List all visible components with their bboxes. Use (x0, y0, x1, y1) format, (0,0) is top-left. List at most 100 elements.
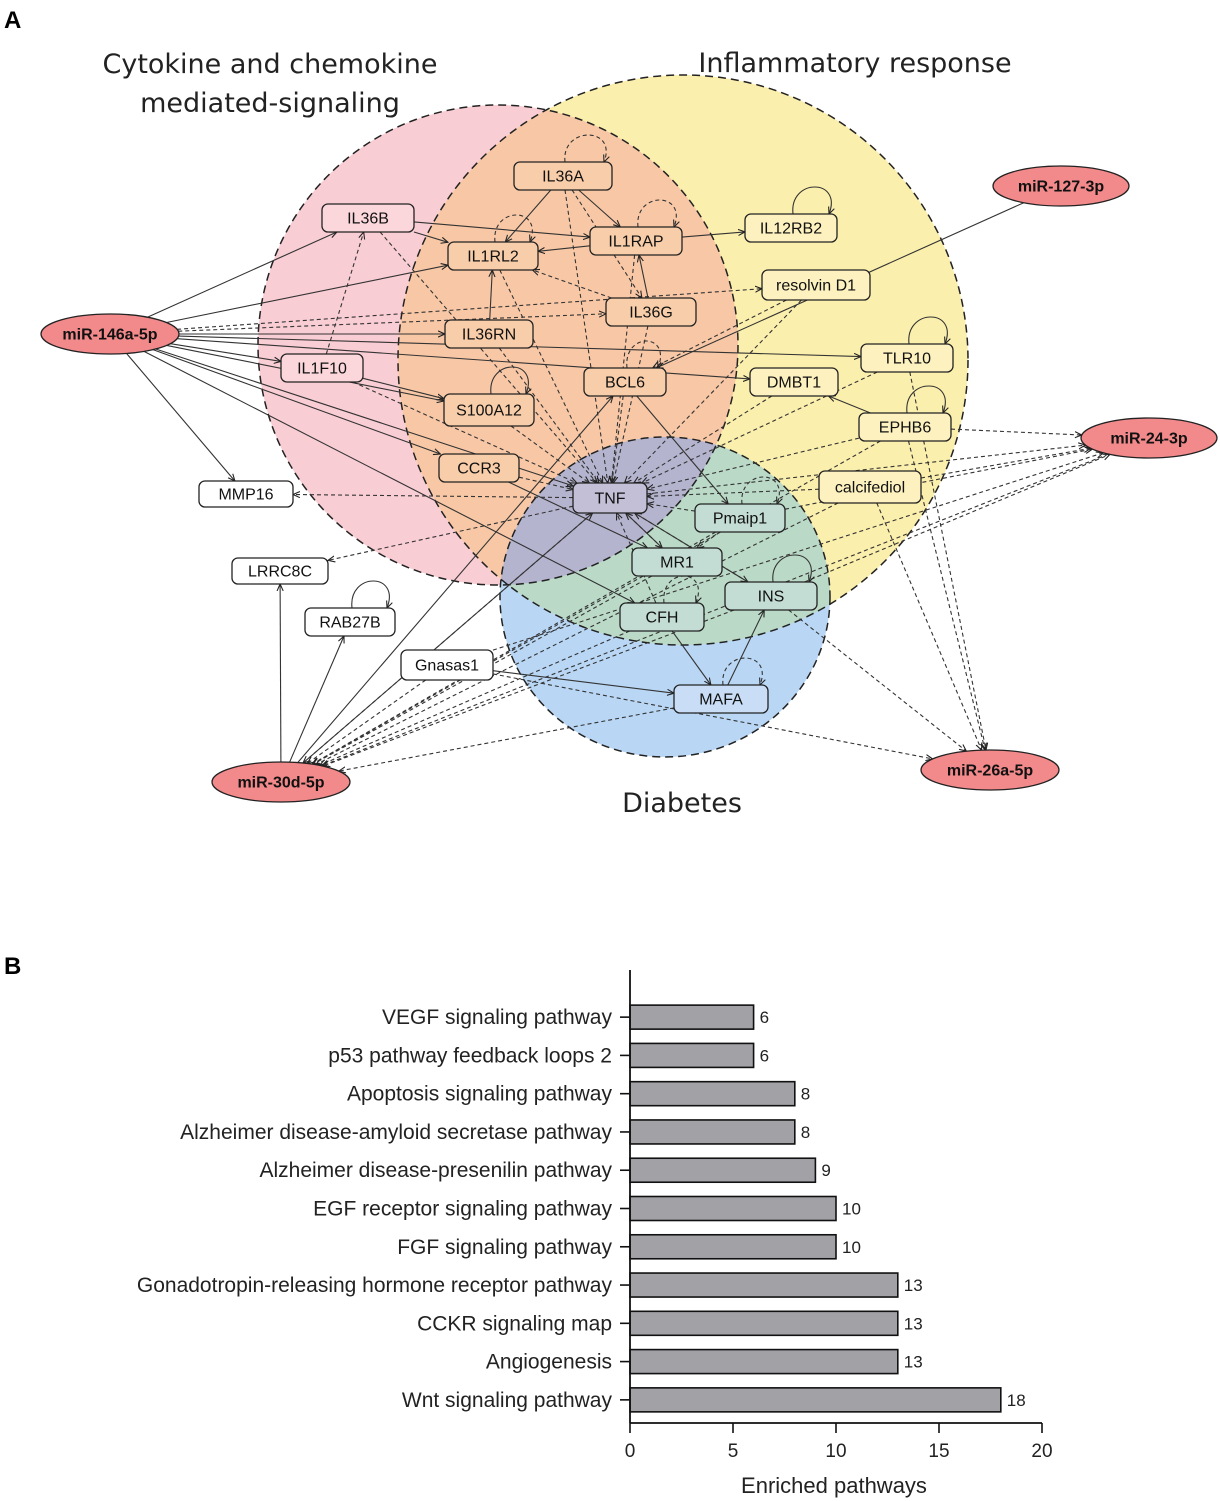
self-loop-IL12RB2 (792, 186, 832, 214)
node-TLR10[interactable]: TLR10 (860, 343, 954, 373)
node-IL36RN[interactable]: IL36RN (444, 319, 534, 349)
node-Gnasas1[interactable]: Gnasas1 (400, 649, 494, 681)
x-tick-label-4: 20 (1031, 1441, 1052, 1462)
node-box (749, 367, 839, 397)
node-IL12RB2[interactable]: IL12RB2 (744, 213, 838, 243)
node-IL36B[interactable]: IL36B (321, 203, 415, 233)
node-label: Pmaip1 (713, 511, 767, 528)
node-MR1[interactable]: MR1 (631, 547, 723, 577)
node-label: RAB27B (319, 615, 380, 632)
edge-solid-BCL6-Pmaip1 (636, 395, 728, 504)
value-label-7: 13 (904, 1276, 923, 1295)
bar-6 (629, 1233, 837, 1260)
edge-solid-Gnasas1-MAFA (492, 670, 674, 694)
node-IL36G[interactable]: IL36G (605, 297, 697, 327)
node-calcifediol[interactable]: calcifediol (818, 470, 922, 504)
node-resolvinD1[interactable]: resolvin D1 (761, 269, 871, 301)
node-S100A12[interactable]: S100A12 (443, 393, 535, 427)
node-box (444, 319, 534, 349)
category-label-9: Angiogenesis (486, 1351, 612, 1374)
node-label: TNF (594, 491, 625, 508)
edge-dashed-CCR3-TNF (518, 476, 573, 489)
node-IL1RAP[interactable]: IL1RAP (589, 226, 683, 256)
self-loops (351, 134, 948, 685)
mirna-miR127[interactable]: miR-127-3p (992, 165, 1130, 207)
edge-solid-IL1F10-S100A12 (362, 377, 444, 398)
edge-dashed-miR24-miR30 (322, 453, 1109, 766)
category-label-2: Apoptosis signaling pathway (347, 1083, 613, 1106)
bar-9 (629, 1348, 899, 1375)
node-box (694, 503, 786, 533)
network-nodes: IL36A IL36B IL1RL2 IL1RAP IL12RB2 resolvin D1… (40, 161, 1218, 803)
mirna-miR146[interactable]: miR-146a-5p (40, 313, 180, 355)
node-box (280, 353, 364, 383)
edge-dashed-S100A12-TNF (510, 425, 589, 483)
node-BCL6[interactable]: BCL6 (583, 367, 667, 397)
category-label-3: Alzheimer disease-amyloid secretase path… (180, 1121, 612, 1144)
edge-solid-IL36G-IL1RAP (639, 255, 649, 299)
node-box (589, 226, 683, 256)
mirna-miR30[interactable]: miR-30d-5p (211, 761, 351, 803)
edge-solid-miR146-IL1RL2 (166, 265, 449, 324)
bar-5 (629, 1195, 837, 1222)
node-IL1F10[interactable]: IL1F10 (280, 353, 364, 383)
edge-dashed-INS-miR24 (804, 454, 1110, 583)
self-loop-TLR10 (908, 316, 948, 344)
edge-dashed-INS-miR30 (323, 609, 735, 766)
edge-dashed-calcifediol-TNF (647, 488, 820, 496)
mirna-label: miR-24-3p (1110, 431, 1188, 448)
edge-solid-IL36B-IL1RAP (413, 221, 590, 237)
node-CCR3[interactable]: CCR3 (438, 453, 520, 483)
node-box (400, 649, 494, 681)
node-Pmaip1[interactable]: Pmaip1 (694, 503, 786, 533)
node-label: IL36G (629, 305, 673, 322)
node-label: IL36RN (462, 327, 516, 344)
node-DMBT1[interactable]: DMBT1 (749, 367, 839, 397)
edge-dashed-Gnasas1-miR24 (492, 453, 1103, 651)
inflammatory-title: Inflammatory response (698, 48, 1011, 79)
panel-a-letter: A (4, 7, 21, 34)
value-label-9: 13 (904, 1353, 923, 1372)
node-MMP16[interactable]: MMP16 (198, 480, 294, 508)
value-label-2: 8 (801, 1085, 810, 1104)
node-label: calcifediol (835, 480, 905, 497)
node-box (447, 241, 539, 271)
node-CFH[interactable]: CFH (619, 602, 705, 632)
node-box (818, 470, 922, 504)
edge-dashed-MR1-TNF (626, 513, 663, 549)
edge-solid-IL36B-IL1RL2 (413, 231, 448, 242)
node-IL36A[interactable]: IL36A (513, 161, 613, 191)
node-INS[interactable]: INS (724, 581, 818, 611)
edge-dashed-TNF-MMP16 (293, 495, 574, 499)
mirna-miR24[interactable]: miR-24-3p (1080, 417, 1218, 459)
edge-dashed-DMBT1-TNF (634, 395, 773, 483)
edge-dashed-EPHB6-miR30 (312, 440, 881, 764)
value-label-1: 6 (760, 1046, 769, 1065)
node-label: IL12RB2 (760, 221, 822, 238)
bar-1 (629, 1042, 755, 1069)
node-RAB27B[interactable]: RAB27B (304, 607, 396, 637)
diabetes-title: Diabetes (622, 788, 742, 819)
edge-dashed-calcifediol-miR30 (316, 502, 839, 765)
node-label: CFH (646, 610, 679, 627)
self-loop-BCL6 (626, 340, 661, 368)
node-IL1RL2[interactable]: IL1RL2 (447, 241, 539, 271)
mirna-miR26[interactable]: miR-26a-5p (920, 749, 1060, 791)
node-TNF[interactable]: TNF (572, 482, 648, 514)
node-label: MR1 (660, 555, 694, 572)
value-label-10: 18 (1007, 1391, 1026, 1410)
node-EPHB6[interactable]: EPHB6 (858, 412, 952, 442)
node-box (858, 412, 952, 442)
mirna-ellipse (992, 165, 1130, 207)
edge-dashed-MR1-miR30 (313, 575, 653, 764)
node-LRRC8C[interactable]: LRRC8C (231, 557, 329, 585)
self-loop-S100A12 (490, 366, 529, 394)
edge-solid-miR146-MMP16 (126, 353, 235, 481)
node-label: BCL6 (605, 375, 645, 392)
node-MAFA[interactable]: MAFA (673, 684, 769, 714)
diabetes-group-border (499, 436, 831, 758)
node-label: CCR3 (457, 461, 501, 478)
node-label: INS (758, 589, 785, 606)
node-label: IL1RAP (608, 234, 663, 251)
category-label-4: Alzheimer disease-presenilin pathway (259, 1159, 612, 1182)
